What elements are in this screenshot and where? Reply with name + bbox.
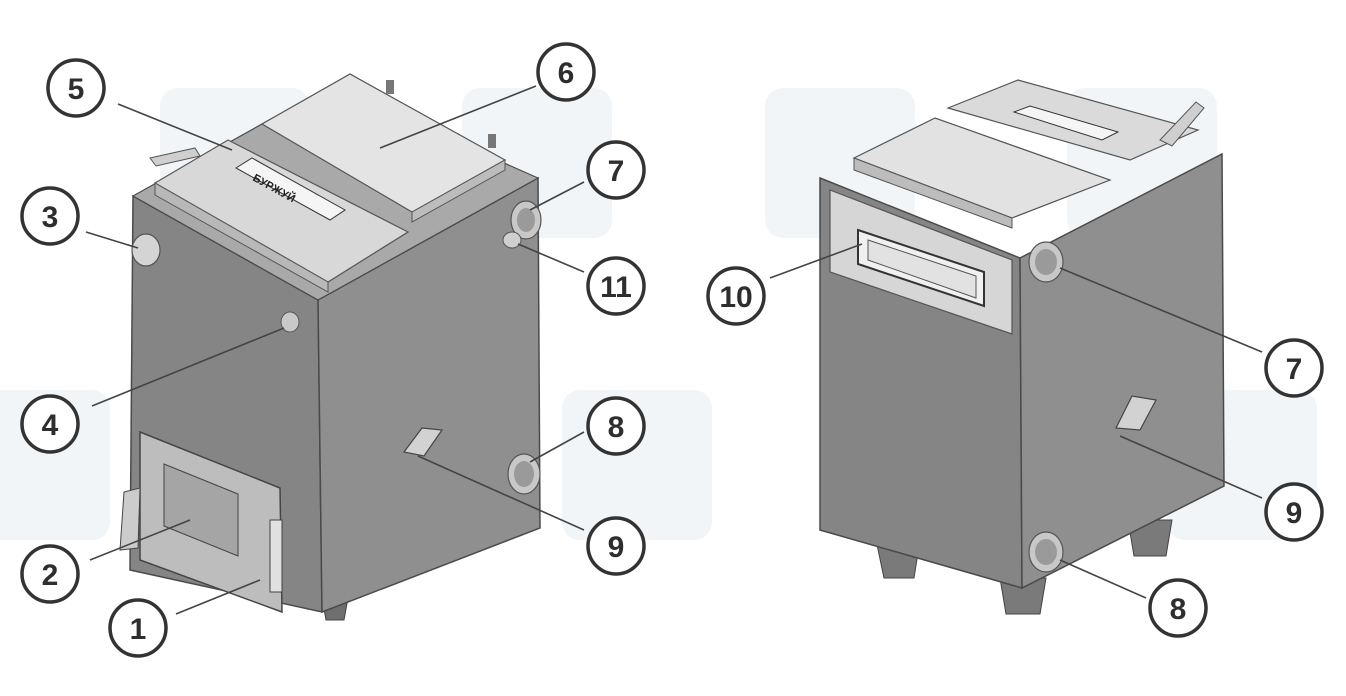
callout-1-label: 1 bbox=[130, 613, 147, 646]
callout-7-left: 7 bbox=[586, 140, 646, 200]
callout-3: 3 bbox=[20, 186, 80, 246]
callout-8-left-label: 8 bbox=[608, 411, 625, 444]
callout-4: 4 bbox=[20, 394, 80, 454]
left-pipe-upper-inner bbox=[517, 208, 535, 232]
left-lid-front-edge bbox=[154, 182, 329, 293]
callout-9-left-label: 9 bbox=[608, 531, 625, 564]
callout-6-label: 6 bbox=[558, 57, 575, 90]
callout-5: 5 bbox=[46, 58, 106, 118]
callout-7-left-label: 7 bbox=[608, 155, 625, 188]
callout-6: 6 bbox=[536, 42, 596, 102]
left-sight-window bbox=[402, 427, 444, 457]
callout-11: 11 bbox=[586, 256, 646, 316]
callout-7-right: 7 bbox=[1264, 338, 1324, 398]
callout-10: 10 bbox=[706, 266, 766, 326]
left-sensor bbox=[280, 311, 300, 333]
leader-lines bbox=[85, 85, 1263, 615]
right-flue-inner bbox=[867, 239, 977, 299]
left-pipe-lower-inner bbox=[514, 461, 534, 487]
callout-9-right: 9 bbox=[1264, 482, 1324, 542]
right-lid-front-edge bbox=[853, 157, 1013, 229]
callout-9-right-label: 9 bbox=[1286, 497, 1303, 530]
right-sight-window bbox=[1115, 395, 1157, 431]
left-door-hinge bbox=[269, 519, 283, 593]
left-knob bbox=[131, 233, 161, 267]
right-boiler bbox=[819, 79, 1225, 615]
callout-2: 2 bbox=[20, 544, 80, 604]
callout-8-left: 8 bbox=[586, 396, 646, 456]
callout-2-label: 2 bbox=[42, 559, 59, 592]
callout-7-right-label: 7 bbox=[1286, 353, 1303, 386]
callout-10-label: 10 bbox=[719, 281, 752, 314]
right-pipe-lower-inner bbox=[1035, 539, 1057, 565]
left-lid-bolt-1 bbox=[386, 80, 394, 94]
right-lid-handle bbox=[1159, 101, 1205, 147]
left-lid-handle bbox=[149, 147, 201, 167]
callout-1: 1 bbox=[108, 598, 168, 658]
callout-8-right: 8 bbox=[1148, 578, 1208, 638]
left-lid-bolt-2 bbox=[488, 134, 496, 148]
brand-plate-bg bbox=[235, 157, 346, 221]
callout-4-label: 4 bbox=[42, 409, 59, 442]
callout-9-left: 9 bbox=[586, 516, 646, 576]
right-brand-plate-bg bbox=[1012, 105, 1120, 141]
callout-8-right-label: 8 bbox=[1170, 593, 1187, 626]
right-right-face bbox=[1019, 152, 1225, 590]
left-boiler: БУРЖУЙ bbox=[119, 73, 542, 621]
left-door-inner bbox=[163, 463, 239, 557]
callout-5-label: 5 bbox=[68, 73, 85, 106]
left-lid-rear-edge bbox=[411, 159, 506, 223]
right-pipe-upper-inner bbox=[1035, 249, 1057, 275]
callout-11-label: 11 bbox=[600, 271, 632, 304]
left-door-latch bbox=[119, 487, 141, 551]
left-pipe-small bbox=[502, 231, 522, 249]
callout-3-label: 3 bbox=[42, 201, 59, 234]
